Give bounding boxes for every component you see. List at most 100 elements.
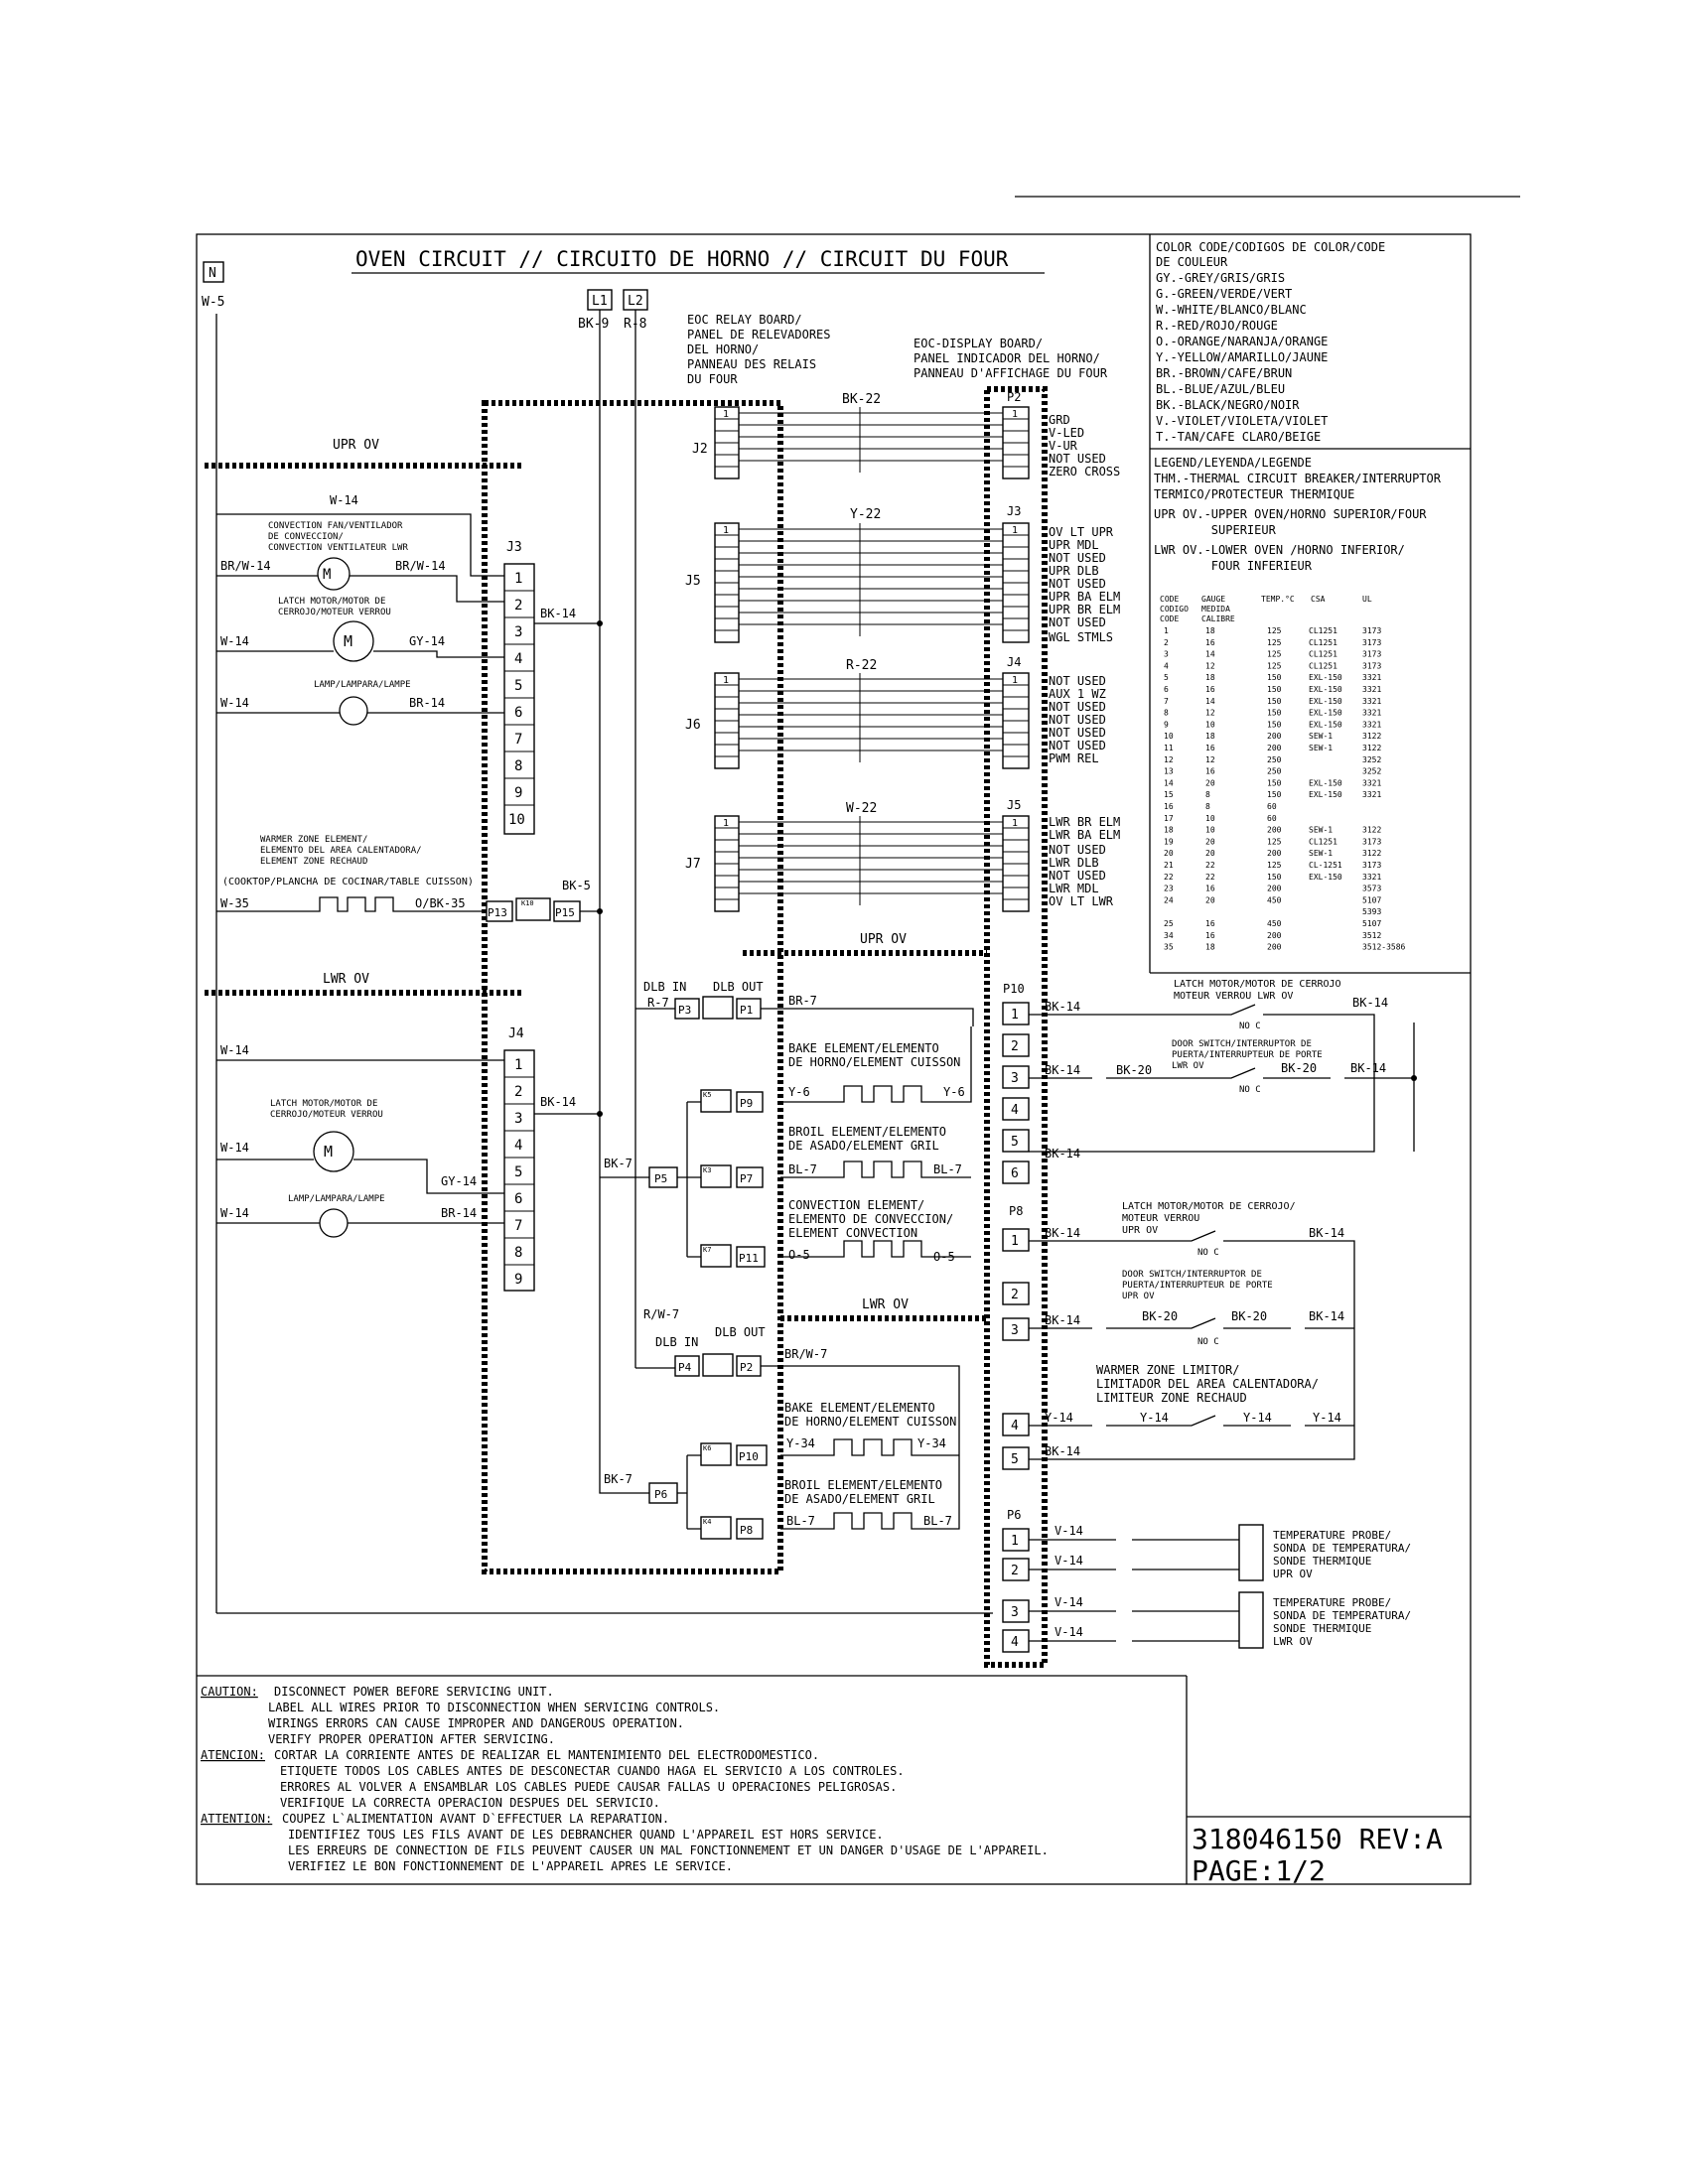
gauge-table-cell: 8	[1205, 802, 1210, 811]
svg-text:COLOR CODE/CODIGOS DE COLOR/CO: COLOR CODE/CODIGOS DE COLOR/CODE	[1156, 240, 1385, 254]
br7-label: BR-7	[788, 994, 817, 1008]
gauge-table-cell: 20	[1164, 849, 1174, 858]
gauge-table-cell: 3321	[1362, 790, 1381, 799]
convection-element	[780, 1240, 971, 1258]
svg-text:P2: P2	[1007, 390, 1021, 404]
k6-label: K6	[703, 1444, 711, 1452]
diagram-title: OVEN CIRCUIT // CIRCUITO DE HORNO // CIR…	[355, 247, 1009, 271]
gauge-table-cell: 18	[1205, 673, 1215, 682]
svg-text:Y-22: Y-22	[850, 507, 881, 522]
gauge-table-cell: 11	[1164, 744, 1174, 752]
gauge-table-cell: 22	[1205, 873, 1215, 882]
br-w14-right-label: BR/W-14	[395, 559, 446, 573]
svg-text:TERMICO/PROTECTEUR THERMIQUE: TERMICO/PROTECTEUR THERMIQUE	[1154, 487, 1354, 501]
svg-text:UPR OV: UPR OV	[1122, 1225, 1158, 1236]
svg-text:V-14: V-14	[1055, 1554, 1083, 1568]
svg-text:5: 5	[514, 1164, 522, 1180]
svg-text:LATCH MOTOR/MOTOR DE CERROJO: LATCH MOTOR/MOTOR DE CERROJO	[1174, 979, 1341, 990]
latch-motor-lwr-icon	[313, 1131, 354, 1172]
latch-motor-wire	[216, 650, 504, 658]
gauge-table-cell: 125	[1267, 638, 1282, 647]
w14-lwr-c-label: W-14	[220, 1206, 249, 1220]
svg-text:ZERO CROSS: ZERO CROSS	[1049, 465, 1120, 478]
svg-text:DE ASADO/ELEMENT GRIL: DE ASADO/ELEMENT GRIL	[788, 1139, 939, 1153]
bk14-door-upr-label: BK-14	[1309, 1309, 1344, 1323]
p13-label: P13	[488, 906, 507, 919]
part-number: 318046150 REV:A	[1192, 1823, 1443, 1855]
gy14-label: GY-14	[409, 634, 445, 648]
bake-element-lwr	[780, 1438, 959, 1456]
lwr-ov-relay-label: LWR OV	[862, 1297, 909, 1312]
caution-notes: CAUTION: DISCONNECT POWER BEFORE SERVICI…	[201, 1685, 720, 1746]
p8-relay-label: P8	[740, 1524, 753, 1537]
k5-label: K5	[703, 1091, 711, 1099]
svg-text:EOC-DISPLAY BOARD/: EOC-DISPLAY BOARD/	[914, 337, 1043, 350]
svg-text:SONDA DE TEMPERATURA/: SONDA DE TEMPERATURA/	[1273, 1609, 1411, 1622]
no-c-label-3: NO C	[1197, 1248, 1219, 1258]
k4-relay	[700, 1516, 732, 1540]
svg-text:3: 3	[514, 1111, 522, 1127]
gauge-table-cell: 125	[1267, 626, 1282, 635]
gauge-table-cell: 5393	[1362, 907, 1381, 916]
gauge-table-cell: 16	[1205, 919, 1215, 928]
svg-text:WARMER ZONE ELEMENT/: WARMER ZONE ELEMENT/	[260, 835, 367, 845]
bk14-latch-upr-label: BK-14	[1309, 1226, 1344, 1240]
svg-text:2: 2	[1011, 1564, 1019, 1578]
gauge-table-cell: 3321	[1362, 673, 1381, 682]
gauge-table-cell: 200	[1267, 849, 1282, 858]
gauge-table-cell: EXL-150	[1309, 673, 1342, 682]
svg-text:NOT USED: NOT USED	[1049, 726, 1106, 740]
k7-label: K7	[703, 1246, 711, 1254]
gauge-table-cell: 3173	[1362, 638, 1381, 647]
bk20a-label: BK-20	[1116, 1063, 1152, 1077]
svg-text:V.-VIOLET/VIOLETA/VIOLET: V.-VIOLET/VIOLETA/VIOLET	[1156, 414, 1328, 428]
svg-text:UL: UL	[1362, 595, 1372, 604]
svg-text:OV LT UPR: OV LT UPR	[1049, 525, 1114, 539]
svg-text:V-UR: V-UR	[1049, 439, 1078, 453]
k3b-label: K3	[703, 1166, 711, 1174]
svg-text:CONVECTION FAN/VENTILADOR: CONVECTION FAN/VENTILADOR	[268, 521, 403, 531]
svg-text:PANNEAU D'AFFICHAGE DU FOUR: PANNEAU D'AFFICHAGE DU FOUR	[914, 366, 1108, 380]
gauge-table-cell: SEW-1	[1309, 744, 1333, 752]
svg-text:NOT USED: NOT USED	[1049, 674, 1106, 688]
svg-text:2: 2	[1011, 1288, 1019, 1302]
gauge-table-cell: 3122	[1362, 732, 1381, 741]
gauge-table-cell: 24	[1164, 895, 1174, 904]
k7-relay	[700, 1244, 732, 1268]
dlb-out-label: DLB OUT	[713, 980, 764, 994]
gauge-table-cell: EXL-150	[1309, 697, 1342, 706]
lamp-upr-label: LAMP/LAMPARA/LAMPE	[314, 680, 411, 690]
broil-element-upr-label: BROIL ELEMENT/ELEMENTO DE ASADO/ELEMENT …	[788, 1125, 946, 1153]
gauge-table-cell: 18	[1164, 826, 1174, 835]
y6-left-label: Y-6	[788, 1085, 810, 1099]
upr-ov-label: UPR OV	[333, 438, 379, 453]
svg-text:J5: J5	[1007, 798, 1021, 812]
svg-text:BROIL ELEMENT/ELEMENTO: BROIL ELEMENT/ELEMENTO	[788, 1125, 946, 1139]
gauge-table-cell: 10	[1205, 814, 1215, 823]
gauge-table-cell: 250	[1267, 755, 1282, 764]
gauge-table-cell: 200	[1267, 943, 1282, 952]
bk7-upr-label: BK-7	[604, 1157, 633, 1170]
latch-lwr-label: LATCH MOTOR/MOTOR DE CERROJO MOTEUR VERR…	[1174, 979, 1341, 1002]
svg-text:LWR OV.-LOWER OVEN /HORNO INFE: LWR OV.-LOWER OVEN /HORNO INFERIOR/	[1154, 543, 1405, 557]
svg-text:GAUGE: GAUGE	[1201, 595, 1225, 604]
gauge-table-cell: SEW-1	[1309, 732, 1333, 741]
svg-text:2: 2	[1011, 1039, 1019, 1054]
cooktop-label: (COOKTOP/PLANCHA DE COCINAR/TABLE CUISSO…	[222, 877, 474, 887]
neutral-label: N	[209, 266, 216, 281]
svg-text:7: 7	[514, 1218, 522, 1234]
svg-text:CAUTION:: CAUTION:	[201, 1685, 258, 1699]
warmer-limitor-label: WARMER ZONE LIMITOR/ LIMITADOR DEL AREA …	[1096, 1363, 1319, 1405]
svg-text:3: 3	[1011, 1071, 1019, 1086]
svg-text:UPR DLB: UPR DLB	[1049, 564, 1099, 578]
svg-text:NOT USED: NOT USED	[1049, 843, 1106, 857]
gauge-table-cell: 21	[1164, 861, 1174, 870]
br14-label: BR-14	[409, 696, 445, 710]
w14-lwr-a-label: W-14	[220, 1043, 249, 1057]
j3-label: J3	[506, 540, 522, 555]
p10-relay-label: P10	[739, 1450, 759, 1463]
relay-connector-j2: 1 J2	[692, 406, 740, 479]
svg-text:BAKE ELEMENT/ELEMENTO: BAKE ELEMENT/ELEMENTO	[784, 1401, 935, 1415]
bk14-lwr-label: BK-14	[540, 1095, 576, 1109]
p11-label: P11	[739, 1252, 759, 1265]
